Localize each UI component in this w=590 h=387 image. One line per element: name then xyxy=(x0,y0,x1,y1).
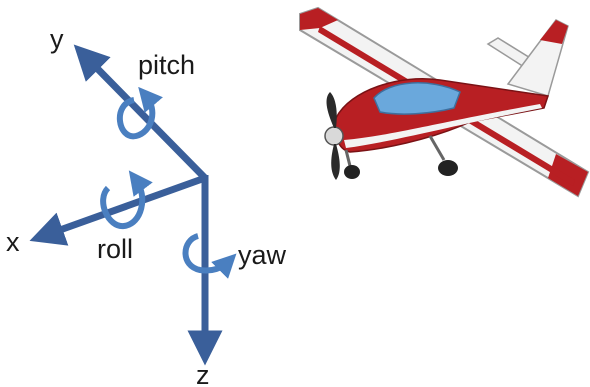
yaw-rotation-arrow-icon xyxy=(182,233,237,279)
z-axis-label: z xyxy=(196,360,210,387)
pitch-label: pitch xyxy=(138,50,195,80)
x-axis-label: x xyxy=(6,227,20,257)
wing-tip-right xyxy=(548,154,588,196)
front-gear-strut xyxy=(344,149,352,167)
wing-tip-left xyxy=(300,8,338,30)
roll-rotation-arrow-icon xyxy=(100,170,153,229)
roll-label: roll xyxy=(97,234,133,264)
main-gear-strut xyxy=(428,135,446,161)
x-axis-arrow xyxy=(29,174,207,246)
front-wheel xyxy=(344,165,360,179)
pitch-rotation-arrow-icon xyxy=(116,86,163,140)
fuselage-stripe xyxy=(344,104,542,148)
spinner xyxy=(324,126,344,146)
y-axis-arrow xyxy=(73,44,208,181)
y-axis-label: y xyxy=(50,24,64,54)
airplane-icon xyxy=(299,6,590,198)
axis-system xyxy=(29,44,223,366)
propeller-blade-bottom xyxy=(331,144,340,180)
main-wheel xyxy=(438,160,458,176)
yaw-label: yaw xyxy=(238,240,287,270)
canopy xyxy=(373,82,461,115)
propeller-blade-top xyxy=(326,92,337,128)
fin-stripe xyxy=(540,20,568,44)
